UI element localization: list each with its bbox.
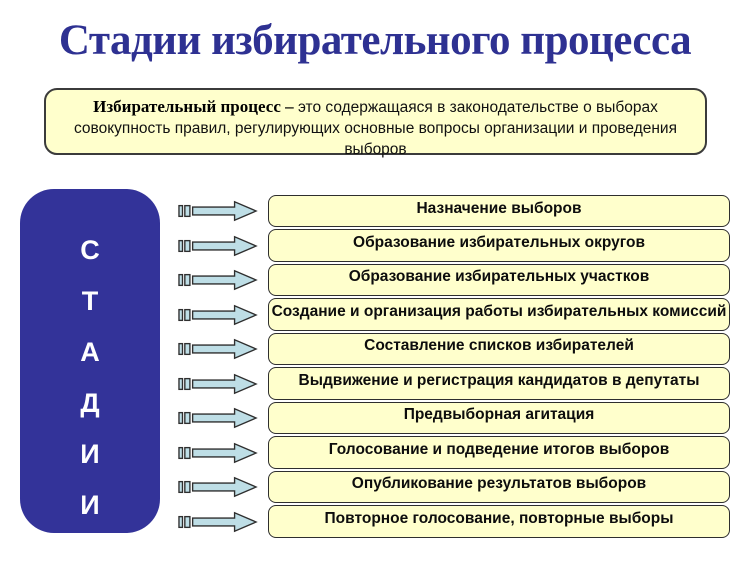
definition-text: это содержащаяся в законодательстве о вы… (74, 99, 677, 158)
stages-panel: С Т А Д И И (20, 189, 160, 533)
striped-arrow-icon (178, 511, 258, 532)
stages-list: Назначение выборов Образование избирател… (178, 195, 730, 540)
definition-term: Избирательный процесс – (93, 97, 294, 116)
striped-arrow-icon (178, 476, 258, 498)
stage-row: Опубликование результатов выборов (178, 470, 730, 504)
stage-row: Образование избирательных округов (178, 229, 730, 262)
stage-row: Создание и организация работы избиратель… (178, 298, 730, 331)
striped-arrow-icon (178, 269, 258, 291)
stage-row: Образование избирательных участков (178, 263, 730, 297)
stage-box: Составление списков избирателей (268, 332, 730, 366)
page-title: Стадии избирательного процесса (58, 17, 692, 64)
striped-arrow-icon (178, 304, 258, 325)
stage-row: Назначение выборов (178, 195, 730, 228)
panel-letter: И (80, 490, 100, 520)
striped-arrow-icon (178, 200, 258, 222)
panel-letter: А (80, 337, 100, 367)
definition-box: Избирательный процесс – это содержащаяся… (44, 88, 707, 158)
stage-row: Голосование и подведение итогов выборов (178, 436, 730, 469)
panel-letter: Т (81, 286, 99, 316)
stage-row: Составление списков избирателей (178, 332, 730, 366)
stage-box: Создание и организация работы избиратель… (268, 298, 730, 331)
panel-letter: И (80, 439, 100, 469)
stage-box: Образование избирательных участков (268, 263, 730, 297)
stage-row: Выдвижение и регистрация кандидатов в де… (178, 367, 730, 400)
stage-box: Голосование и подведение итогов выборов (268, 436, 730, 469)
stage-box: Предвыборная агитация (268, 401, 730, 435)
stage-row: Предвыборная агитация (178, 401, 730, 435)
stage-box: Опубликование результатов выборов (268, 470, 730, 504)
striped-arrow-icon (178, 235, 258, 256)
stage-box: Повторное голосование, повторные выборы (268, 505, 730, 538)
striped-arrow-icon (178, 407, 258, 429)
stage-row: Повторное голосование, повторные выборы (178, 505, 730, 538)
stage-box: Выдвижение и регистрация кандидатов в де… (268, 367, 730, 400)
striped-arrow-icon (178, 442, 258, 463)
stage-box: Назначение выборов (268, 195, 730, 228)
stage-box: Образование избирательных округов (268, 229, 730, 262)
panel-letter: С (80, 235, 100, 265)
striped-arrow-icon (178, 373, 258, 394)
striped-arrow-icon (178, 338, 258, 360)
panel-letter: Д (80, 388, 100, 418)
